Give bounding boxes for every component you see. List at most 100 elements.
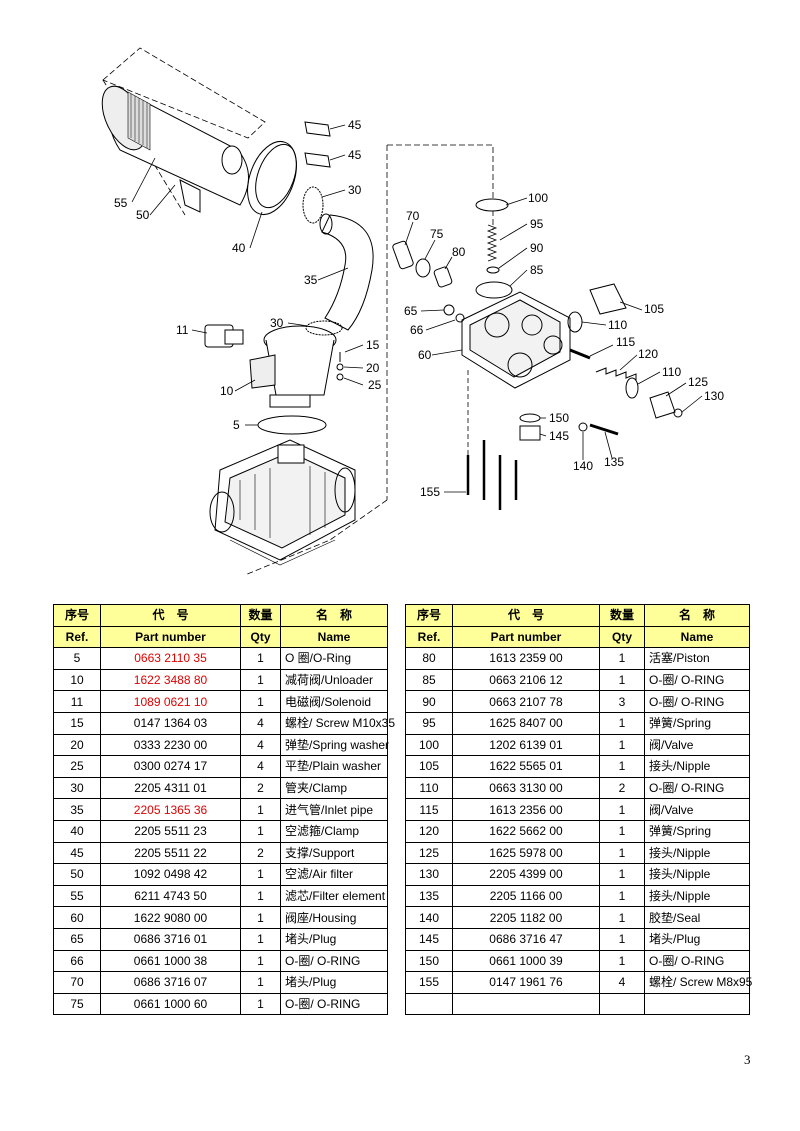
cell-part-number: 0663 2106 12 [452,668,600,692]
callout-label: 145 [549,429,569,443]
cell-qty: 1 [240,668,281,692]
cell-part-number: 2205 5511 22 [100,841,241,865]
callout-label: 140 [573,459,593,473]
cell-name: 弹簧/Spring [644,819,750,843]
cell-part-number: 1625 8407 00 [452,711,600,735]
cell-name: 弹垫/Spring washer [280,733,389,757]
cell-ref: 90 [405,690,453,713]
callout-label: 20 [366,361,380,375]
cell-name: 活塞/Piston [644,647,750,670]
col-part-en: Part number [100,625,241,649]
cell-part-number: 1092 0498 42 [100,863,241,886]
callout-label: 45 [348,118,362,132]
cell-part-number: 0661 1000 60 [100,992,241,1016]
cell-part-number: 2205 1182 00 [452,906,600,929]
cell-ref: 75 [53,992,101,1016]
page-number: 3 [744,1052,751,1067]
cell-name: O-圈/ O-RING [644,690,750,713]
cell-part-number: 1089 0621 10 [100,690,241,713]
cell-ref: 70 [53,971,101,994]
col-name-cn: 名 称 [280,604,388,627]
cell-part-number: 2205 1166 00 [452,884,600,908]
callout-label: 15 [366,338,380,352]
cell-name: 接头/Nipple [644,841,750,865]
cell-name: 接头/Nipple [644,884,750,908]
cell-name: 胶垫/Seal [644,906,750,929]
cell-name: 滤芯/Filter element [280,884,388,908]
col-ref-cn: 序号 [405,604,453,627]
cell-name: O-圈/ O-RING [644,949,750,973]
callout-label: 65 [404,304,418,318]
col-qty-cn: 数量 [599,604,645,627]
cell-qty: 2 [240,776,281,800]
compressor-block-drawing [209,439,356,566]
cell-qty: 3 [599,690,645,713]
col-ref-en: Ref. [405,625,453,649]
col-name-en: Name [280,625,388,649]
parts-table-right: 序号 代 号 数量 名 称 Ref. Part number Qty Name … [405,604,752,1016]
cell-qty: 1 [599,927,645,951]
cell-part-number: 1625 5978 00 [452,841,600,865]
callout-label: 25 [368,378,382,392]
cell-name: 进气管/Inlet pipe [280,798,388,821]
callout-label: 85 [530,263,544,277]
cell-ref: 10 [53,668,101,692]
col-qty-en: Qty [599,625,645,649]
cell-qty: 4 [240,711,281,735]
cell-ref: 5 [53,647,101,670]
cell-name: 接头/Nipple [644,755,750,778]
cell-ref: 15 [53,711,101,735]
col-part-cn: 代 号 [452,604,600,627]
cell-ref: 30 [53,776,101,800]
cell-ref: 145 [405,927,453,951]
cell-part-number: 1622 5662 00 [452,819,600,843]
cell-name: O 圈/O-Ring [280,647,388,670]
callout-label: 30 [348,183,362,197]
cell-qty [599,992,645,1016]
callout-label: 110 [608,318,627,332]
cell-qty: 1 [240,927,281,951]
cell-part-number: 2205 4311 01 [100,776,241,800]
cell-qty: 1 [599,733,645,757]
col-qty-en: Qty [240,625,281,649]
cell-ref: 55 [53,884,101,908]
cell-qty: 1 [240,798,281,821]
parts-table-left: 序号 代 号 数量 名 称 Ref. Part number Qty Name … [53,604,395,1016]
callout-label: 100 [528,191,548,205]
col-ref-en: Ref. [53,625,101,649]
callout-label: 5 [233,418,240,432]
cell-qty: 4 [599,971,645,994]
cell-ref: 140 [405,906,453,929]
cell-part-number: 1622 9080 00 [100,906,241,929]
cell-ref: 95 [405,711,453,735]
col-qty-cn: 数量 [240,604,281,627]
cell-name: 接头/Nipple [644,863,750,886]
cell-qty: 1 [599,906,645,929]
cell-part-number: 0663 2107 78 [452,690,600,713]
cell-name: 电磁阀/Solenoid [280,690,388,713]
cell-part-number: 1613 2356 00 [452,798,600,821]
callout-label: 95 [530,217,544,231]
cell-qty: 1 [599,884,645,908]
cell-part-number: 0661 1000 39 [452,949,600,973]
cell-ref: 65 [53,927,101,951]
cell-qty: 1 [240,690,281,713]
cell-qty: 1 [240,647,281,670]
cell-part-number: 1613 2359 00 [452,647,600,670]
cell-qty: 1 [599,863,645,886]
callout-label: 150 [549,411,569,425]
